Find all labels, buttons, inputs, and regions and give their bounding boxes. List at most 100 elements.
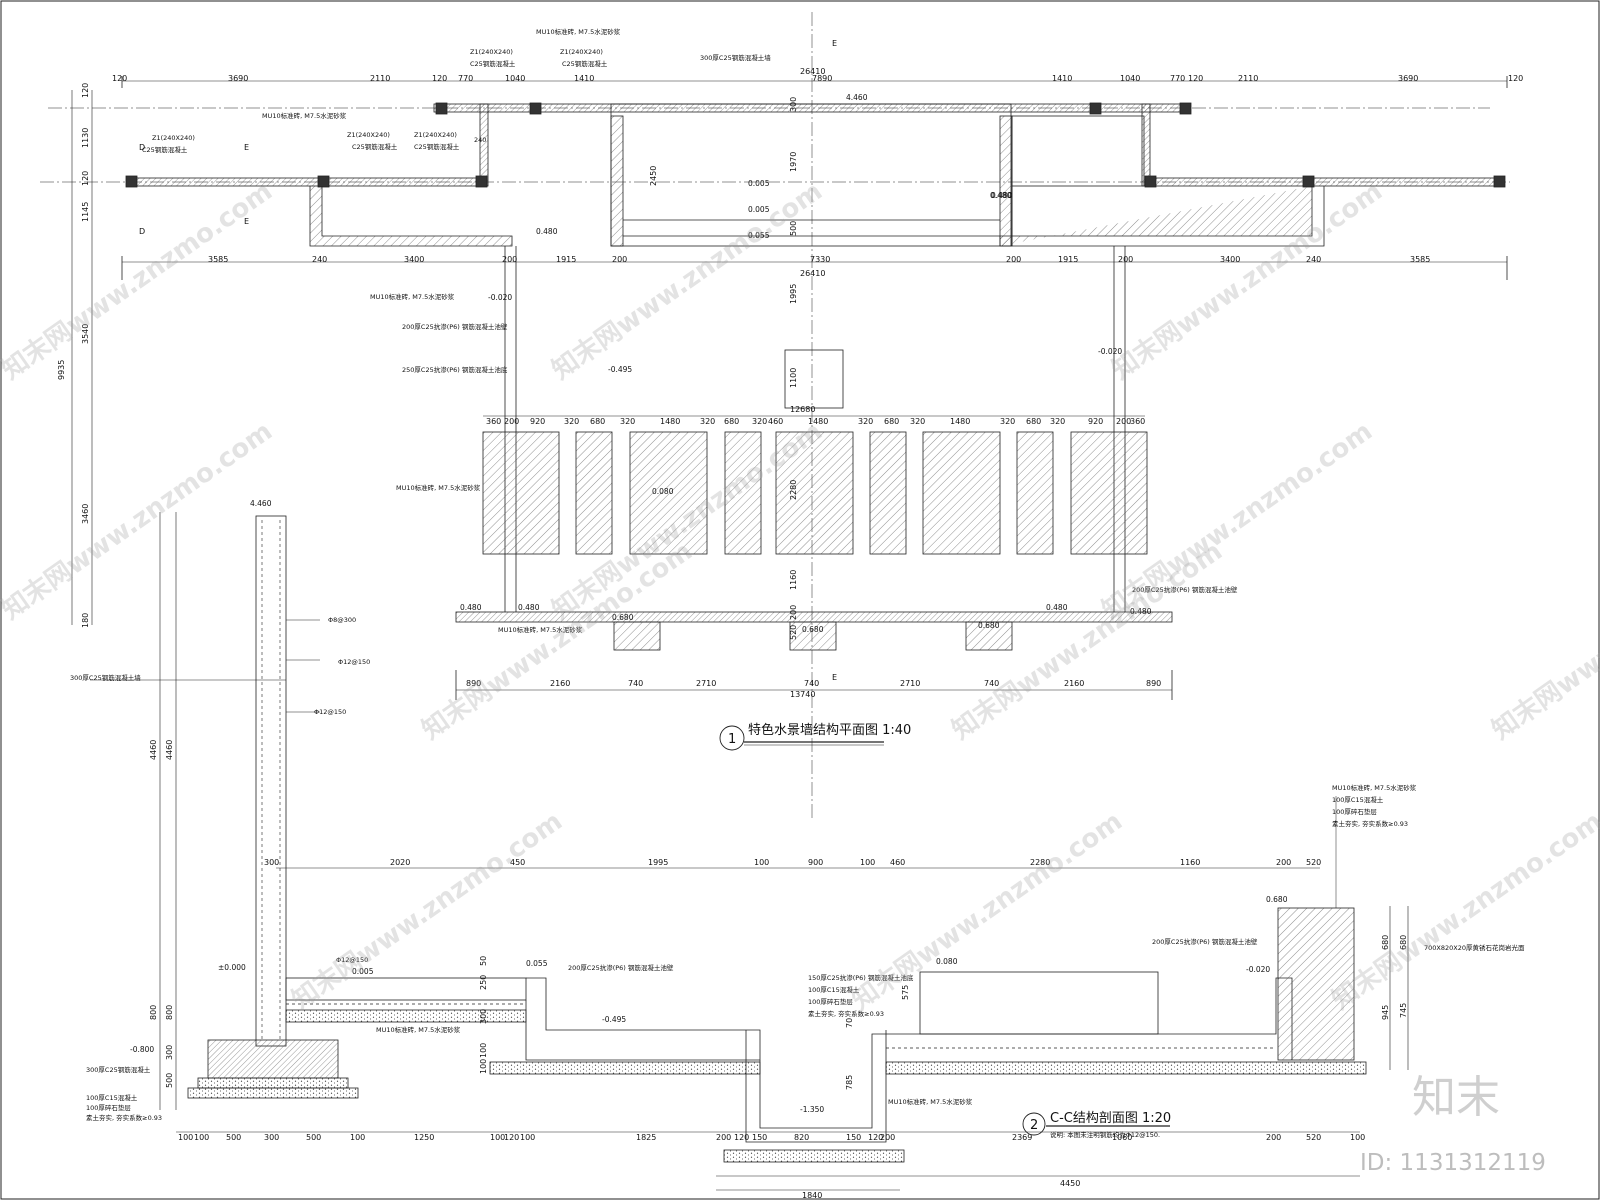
marker-e: E [244,143,249,152]
note-concrete: C25钢筋混凝土 [414,142,460,151]
elevation-label: 4.460 [846,93,868,102]
note-layer: MU10标准砖, M7.5水泥砂浆 [1332,783,1417,792]
upper-slab [285,977,527,1001]
dim-label: 575 [901,985,910,1000]
tall-wall [255,515,287,1047]
dim-label: 300 [264,1133,279,1142]
dim-label: 680 [590,417,605,426]
marker-d: D [139,227,145,236]
dim-label: 300 [479,1009,488,1024]
dim-label: 900 [808,858,823,867]
dim-label: 200 [716,1133,731,1142]
sump-pit [745,1030,887,1143]
watermark-text: 知末网www.znzmo.com [547,176,828,385]
dim-label: 740 [984,679,999,688]
elevation-label: ±0.000 [218,963,246,972]
dim-label: 120 [734,1133,749,1142]
elevation-label: 0.005 [352,967,374,976]
planter-left [309,186,513,247]
dim-label: 680 [1381,935,1390,950]
dim-label: 120 [504,1133,519,1142]
plan-overall-dim-2: 26410 [800,269,825,278]
elevation-label: -0.800 [130,1045,154,1054]
dim-label: 4460 [165,740,174,760]
dim-label: 2280 [789,480,798,500]
elevation-label: 0.080 [652,487,674,496]
dim-label: 2160 [550,679,570,688]
dim-label: 1995 [789,284,798,304]
note-dim: 240 [474,136,486,144]
plan-title-circle [719,725,745,751]
note-stone: 700X820X20厚黄锈石花岗岩光面 [1424,943,1525,952]
section-markers: D D E E E E [139,39,837,682]
dim-label: 520 [789,625,798,640]
dim-label: 200 [1006,255,1021,264]
plan-title: 特色水景墙结构平面图 1:40 [748,722,911,738]
dim-label: 1480 [950,417,970,426]
rebar-label: Φ12@150 [336,956,368,964]
dim-label: 100 [479,1059,488,1074]
watermark-text: 知末网www.znzmo.com [1327,806,1600,1015]
dim-label: 100 [350,1133,365,1142]
dim-label: 320 [858,417,873,426]
plan-overall-dim: 26410 [800,67,825,76]
dim-label: 100 [754,858,769,867]
dim-label: 2710 [696,679,716,688]
dim-label: 2110 [370,74,390,83]
wall-footing [207,1039,339,1079]
dim-label: 150 [752,1133,767,1142]
column-z1 [529,102,542,115]
dim-label: 4460 [149,740,158,760]
dim-label: 460 [768,417,783,426]
note-concrete: C25钢筋混凝土 [470,59,516,68]
dim-label: 200 [1276,858,1291,867]
step-slab [525,977,761,1061]
dim-label: 180 [81,613,90,628]
dim-label: 120 [81,83,90,98]
dim-label: 2450 [649,166,658,186]
note-layer: 100厚碎石垫层 [1332,807,1377,816]
elevation-label: 0.680 [612,613,634,622]
note-concrete: C25钢筋混凝土 [142,145,188,154]
note-base: 100厚碎石垫层 [86,1103,131,1112]
plan-view [40,12,1510,820]
dim-label: 320 [1000,417,1015,426]
elevation-label: 0.480 [518,603,540,612]
marker-e: E [244,217,249,226]
dim-label: 320 [620,417,635,426]
column-z1 [1302,175,1315,188]
dim-label: 680 [724,417,739,426]
note-column: Z1(240X240) [470,48,513,56]
dim-label: 50 [479,956,488,966]
dim-label: 3540 [81,324,90,344]
dim-label: 3460 [81,504,90,524]
note-brick: MU10标准砖, M7.5水泥砂浆 [376,1025,461,1034]
dim-label: 500 [789,221,798,236]
brand-logo-text: 知末 [1412,1072,1500,1123]
elevation-label: -0.495 [602,1015,626,1024]
dim-label: 1970 [789,152,798,172]
dim-label: 240 [1306,255,1321,264]
watermark-text: 知末网www.znzmo.com [0,416,278,625]
note-wall: 300厚C25钢筋混凝土墙 [700,53,771,62]
dim-label: 200 [1118,255,1133,264]
dim-label: 460 [890,858,905,867]
marker-e: E [832,673,837,682]
elevation-label: 0.005 [748,179,770,188]
dim-label: 520 [1306,858,1321,867]
right-wall [1149,177,1499,187]
dim-label: 7890 [812,74,832,83]
dim-label: 3585 [1410,255,1430,264]
dim-label: 320 [752,417,767,426]
elevation-label: -1.350 [800,1105,824,1114]
section-total-1: 1840 [802,1191,822,1200]
dim-label: 70 [845,1018,854,1028]
note-column: Z1(240X240) [560,48,603,56]
dim-label: 3585 [208,255,228,264]
section-title: C-C结构剖面图 1:20 [1050,1111,1171,1126]
